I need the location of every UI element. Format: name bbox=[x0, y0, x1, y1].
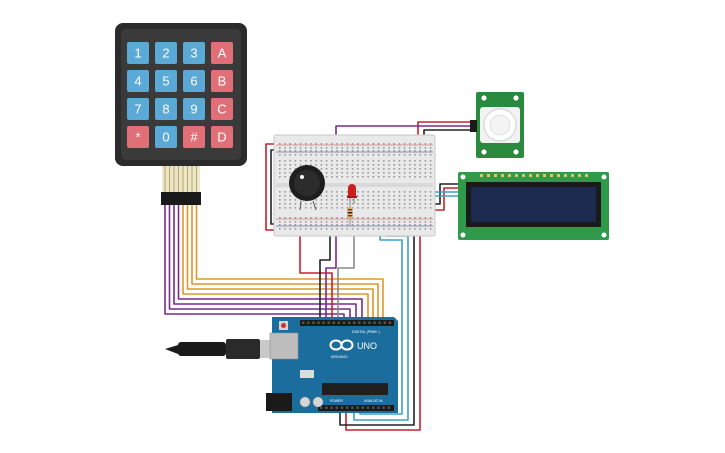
wire-buzzer bbox=[299, 210, 333, 322]
key-D[interactable]: D bbox=[211, 126, 233, 148]
key-label: C bbox=[217, 102, 226, 117]
key-4[interactable]: 4 bbox=[127, 70, 149, 92]
key-1[interactable]: 1 bbox=[127, 42, 149, 64]
key-8[interactable]: 8 bbox=[155, 98, 177, 120]
pir-motion-sensor[interactable] bbox=[470, 92, 524, 158]
key-label: 1 bbox=[134, 46, 141, 61]
wire-keypad-8 bbox=[195, 205, 384, 322]
arduino-uno-board[interactable]: UNO ARDUINO DIGITAL (PWM~) POWER ANALOG … bbox=[266, 317, 398, 413]
key-5[interactable]: 5 bbox=[155, 70, 177, 92]
key-B[interactable]: B bbox=[211, 70, 233, 92]
key-label: * bbox=[135, 130, 140, 145]
key-C[interactable]: C bbox=[211, 98, 233, 120]
key-label: A bbox=[218, 46, 227, 61]
key-label: 3 bbox=[190, 46, 197, 61]
wire-arduino-5v bbox=[345, 230, 421, 431]
key-label: 0 bbox=[162, 130, 169, 145]
keypad-4x4[interactable]: 1 2 3 A 4 5 6 B 7 8 9 C * 0 # D bbox=[115, 23, 247, 166]
power-analog-header-pins[interactable] bbox=[320, 406, 390, 409]
key-label: 8 bbox=[162, 102, 169, 117]
key-star[interactable]: * bbox=[127, 126, 149, 148]
key-7[interactable]: 7 bbox=[127, 98, 149, 120]
wire-lcd-2 bbox=[434, 187, 459, 211]
wire-keypad-2 bbox=[168, 205, 351, 322]
wire-arduino-gnd-top bbox=[319, 226, 331, 322]
breadboard-holes bbox=[279, 143, 432, 230]
key-2[interactable]: 2 bbox=[155, 42, 177, 64]
key-label: 6 bbox=[190, 74, 197, 89]
lcd-header-pins bbox=[480, 174, 588, 177]
arduino-model-label: UNO bbox=[357, 341, 377, 351]
key-hash[interactable]: # bbox=[183, 126, 205, 148]
wire-keypad-5 bbox=[182, 205, 369, 322]
wire-keypad-6 bbox=[186, 205, 374, 322]
key-label: # bbox=[190, 130, 198, 145]
key-label: 2 bbox=[162, 46, 169, 61]
wire-led bbox=[337, 225, 355, 322]
key-6[interactable]: 6 bbox=[183, 70, 205, 92]
key-label: 9 bbox=[190, 102, 197, 117]
keypad-keys: 1 2 3 A 4 5 6 B 7 8 9 C * 0 # D bbox=[127, 42, 233, 148]
usb-cable bbox=[165, 339, 280, 359]
arduino-brand-label: ARDUINO bbox=[331, 355, 348, 359]
wires bbox=[164, 121, 476, 431]
keypad-ribbon-cable bbox=[161, 166, 201, 205]
wire-arduino-gnd bbox=[339, 224, 415, 426]
key-label: D bbox=[217, 130, 226, 145]
key-A[interactable]: A bbox=[211, 42, 233, 64]
wire-keypad-3 bbox=[173, 205, 357, 322]
arduino-logo-icon bbox=[329, 339, 354, 351]
arduino-analog-label: ANALOG IN bbox=[364, 399, 383, 403]
digital-header-pins[interactable] bbox=[302, 321, 392, 324]
key-label: 5 bbox=[162, 74, 169, 89]
key-label: 7 bbox=[134, 102, 141, 117]
key-label: B bbox=[218, 74, 227, 89]
key-3[interactable]: 3 bbox=[183, 42, 205, 64]
key-0[interactable]: 0 bbox=[155, 126, 177, 148]
resistor[interactable] bbox=[347, 204, 353, 226]
arduino-digital-label: DIGITAL (PWM~) bbox=[352, 330, 380, 334]
arduino-power-label: POWER bbox=[330, 399, 343, 403]
lcd-16x2-display[interactable] bbox=[458, 172, 609, 240]
wire-lcd-1 bbox=[434, 183, 459, 205]
red-led[interactable] bbox=[347, 184, 357, 204]
key-label: 4 bbox=[134, 74, 141, 89]
wire-keypad-7 bbox=[191, 205, 379, 322]
wire-keypad-4 bbox=[177, 205, 363, 322]
piezo-buzzer[interactable] bbox=[289, 165, 325, 211]
wire-pir-out bbox=[325, 125, 476, 322]
key-9[interactable]: 9 bbox=[183, 98, 205, 120]
